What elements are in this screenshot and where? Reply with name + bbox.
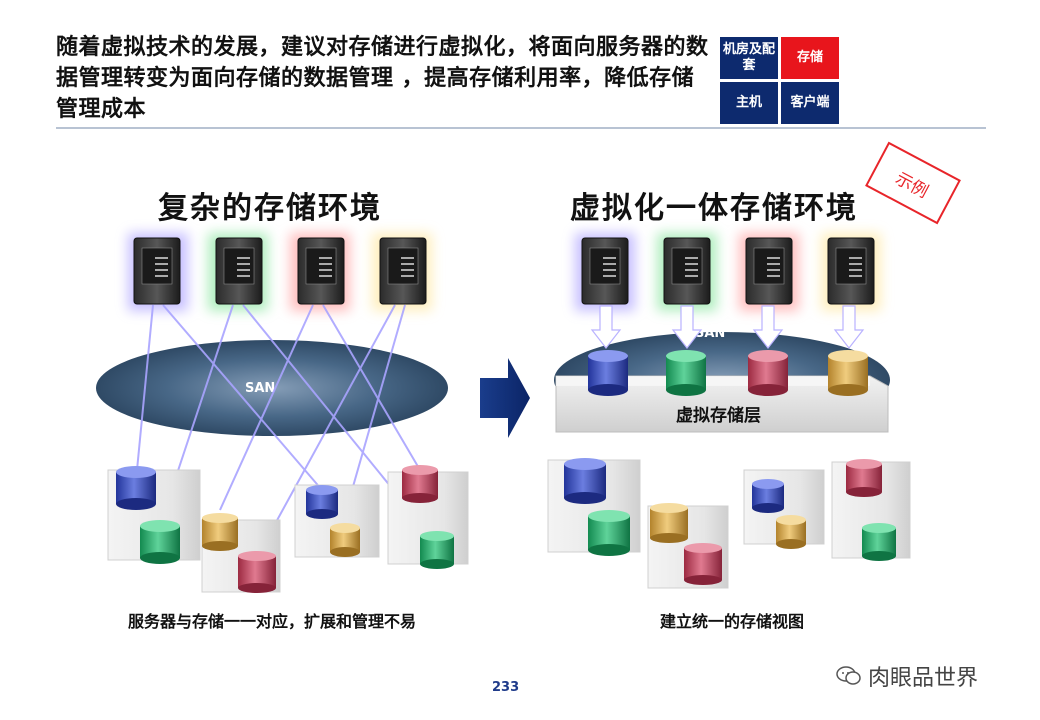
left-disks (116, 465, 454, 593)
right-panel: SAN (547, 233, 911, 589)
watermark-text: 肉眼品世界 (868, 666, 979, 691)
layer-disks (588, 350, 868, 396)
san-cloud (96, 340, 448, 436)
san-label: SAN (245, 381, 275, 396)
page-title: 随着虚拟技术的发展，建议对存储进行虚拟化，将面向服务器的数据管理转变为面向存储的… (56, 35, 709, 122)
page-number: 233 (492, 680, 520, 695)
title-divider (56, 127, 986, 129)
down-arrows (590, 305, 865, 349)
right-disks (564, 458, 896, 585)
tag-facility[interactable]: 机房及配套 (720, 37, 778, 79)
left-caption: 服务器与存储一一对应，扩展和管理不易 (128, 612, 417, 631)
right-caption: 建立统一的存储视图 (660, 612, 805, 631)
tag-host[interactable]: 主机 (720, 82, 778, 124)
tag-client[interactable]: 客户端 (781, 82, 839, 124)
left-panel: SAN (96, 233, 469, 593)
tag-storage[interactable]: 存储 (781, 37, 839, 79)
layer-label: 虚拟存储层 (676, 405, 761, 426)
virtual-storage-layer: 虚拟存储层 (555, 375, 889, 433)
watermark: 肉眼品世界 (836, 660, 978, 692)
left-heading: 复杂的存储环境 (158, 191, 382, 226)
transition-arrow (480, 358, 530, 438)
chat-bubble-icon (836, 666, 861, 685)
category-tags: 机房及配套 存储 主机 客户端 (720, 37, 840, 125)
server-rack-right (581, 237, 875, 305)
right-heading: 虚拟化一体存储环境 (570, 191, 858, 226)
san-label-right: SAN (695, 326, 725, 341)
server-rack (133, 237, 427, 305)
